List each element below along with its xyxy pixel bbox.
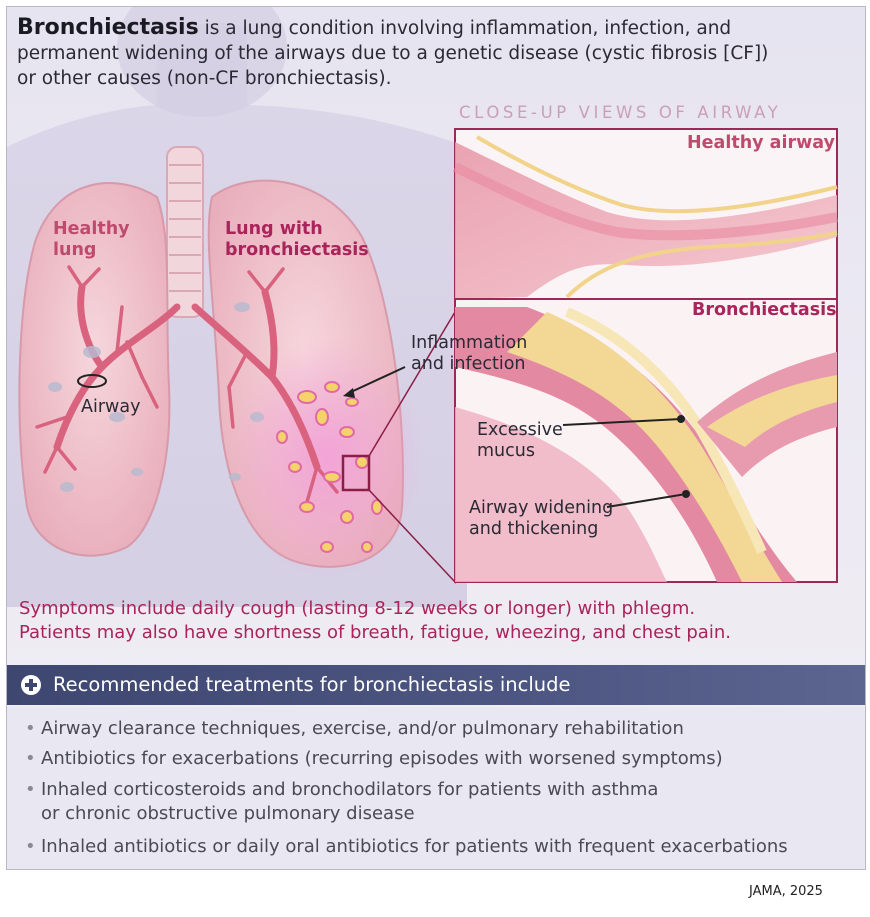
healthy-lung-label-1: Healthy	[53, 219, 130, 239]
inflammation-label-2: and infection	[411, 354, 526, 374]
plus-circle-icon	[21, 675, 41, 695]
diseased-lung-label-1: Lung with	[225, 219, 323, 239]
mucus-label-2: mucus	[477, 441, 535, 461]
treatment-item: •Antibiotics for exacerbations (recurrin…	[25, 748, 723, 769]
inflammation-label-1: Inflammation	[411, 333, 528, 353]
treatment-item: •Airway clearance techniques, exercise, …	[25, 718, 684, 739]
intro-line-3: or other causes (non-CF bronchiectasis).	[17, 68, 392, 89]
treatments-title: Recommended treatments for bronchiectasi…	[53, 673, 571, 696]
airway-label: Airway	[81, 397, 141, 417]
bullet: •	[25, 718, 36, 739]
intro-text: Bronchiectasis is a lung condition invol…	[17, 15, 852, 91]
treatments-list: •Airway clearance techniques, exercise, …	[7, 707, 865, 869]
healthy-lung-label-2: lung	[53, 240, 97, 260]
healthy-airway-label: Healthy airway	[687, 133, 835, 153]
treatment-item: •Inhaled corticosteroids and bronchodila…	[25, 779, 659, 824]
bullet: •	[25, 779, 36, 800]
symptoms-text: Symptoms include daily cough (lasting 8-…	[19, 597, 859, 645]
bronchiectasis-panel	[454, 298, 838, 583]
trachea	[166, 146, 204, 318]
closeup-title: CLOSE-UP VIEWS OF AIRWAY	[459, 103, 782, 122]
term-bronchiectasis: Bronchiectasis	[17, 15, 199, 40]
symptoms-line-2: Patients may also have shortness of brea…	[19, 622, 731, 643]
diseased-lung-shape	[191, 179, 422, 577]
bronchiectasis-label: Bronchiectasis	[692, 300, 837, 320]
intro-line-2: permanent widening of the airways due to…	[17, 43, 769, 64]
infographic-frame: Bronchiectasis is a lung condition invol…	[6, 6, 866, 870]
bullet: •	[25, 836, 36, 857]
illustration	[7, 7, 838, 607]
bullet: •	[25, 748, 36, 769]
widening-label-1: Airway widening	[469, 498, 614, 518]
widening-label-2: and thickening	[469, 519, 599, 539]
healthy-airway-panel	[452, 128, 838, 300]
source-credit: JAMA, 2025	[749, 884, 823, 899]
diseased-lung-label-2: bronchiectasis	[225, 240, 369, 260]
healthy-lung-shape	[18, 182, 181, 557]
symptoms-line-1: Symptoms include daily cough (lasting 8-…	[19, 598, 696, 619]
treatments-header: Recommended treatments for bronchiectasi…	[7, 665, 865, 705]
treatment-item: •Inhaled antibiotics or daily oral antib…	[25, 836, 788, 857]
mucus-label-1: Excessive	[477, 420, 563, 440]
intro-line-1: is a lung condition involving inflammati…	[198, 18, 732, 39]
